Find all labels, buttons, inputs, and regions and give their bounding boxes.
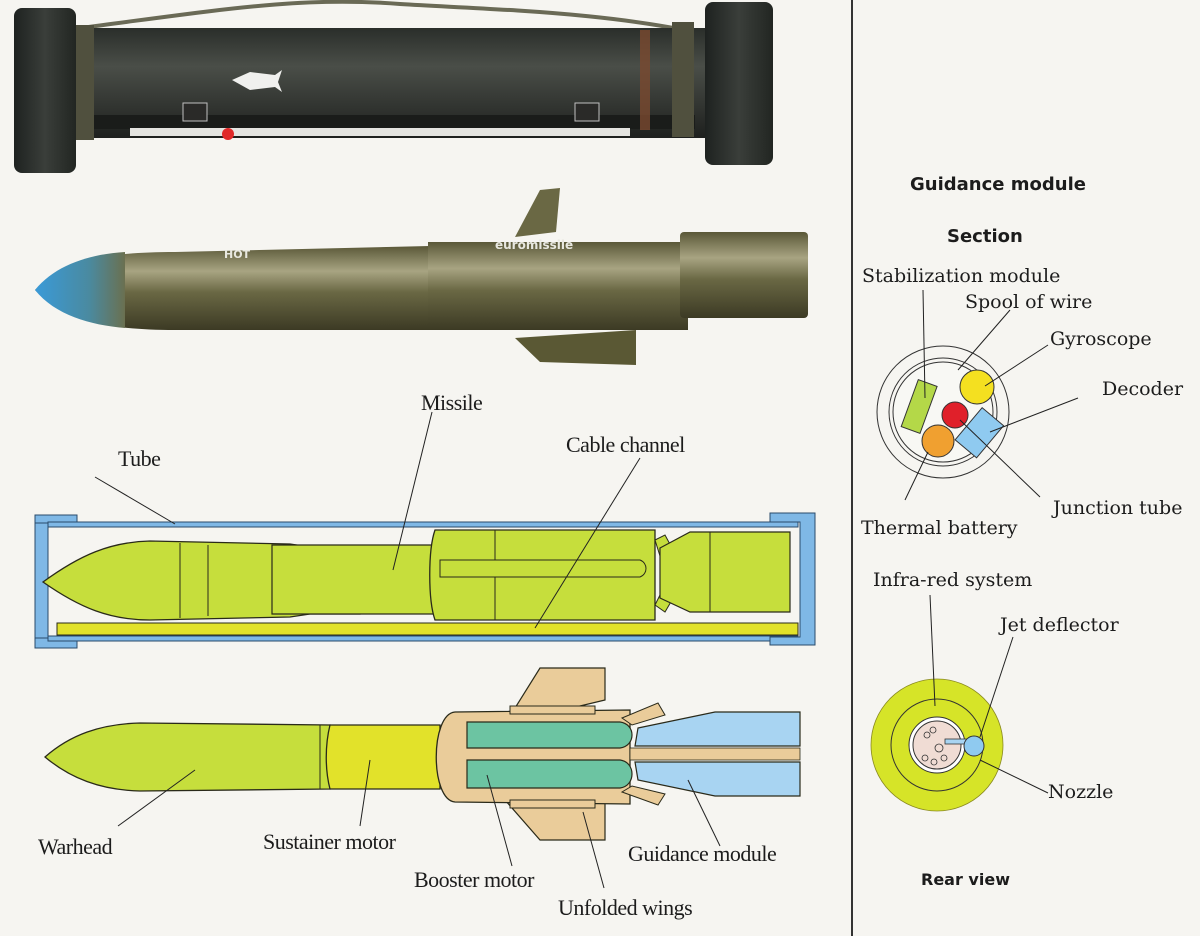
rear-view-diagram — [870, 594, 1049, 812]
section-title: Section — [947, 226, 1023, 247]
tube-wall-bottom — [47, 635, 799, 642]
leader-warhead — [117, 769, 196, 827]
missile-section-diagram — [44, 667, 801, 889]
gyroscope-shape — [959, 369, 995, 405]
leader-sustainer — [359, 759, 371, 827]
end-cap-right — [705, 2, 773, 165]
label-unfolded-wings: Unfolded wings — [558, 895, 693, 920]
label-gyroscope: Gyroscope — [1050, 328, 1152, 350]
tube-wall-top — [47, 521, 799, 528]
label-stabilization-module: Stabilization module — [862, 265, 1061, 287]
leader-missile — [392, 411, 433, 571]
guidance-module-upper — [634, 711, 801, 747]
label-sustainer-motor: Sustainer motor — [263, 829, 396, 854]
end-cap-left — [14, 8, 76, 173]
label-cable-channel: Cable channel — [566, 432, 685, 457]
label-jet-deflector: Jet deflector — [1000, 614, 1119, 636]
label-missile: Missile — [421, 390, 483, 415]
leader-wings — [582, 811, 605, 889]
booster-motor-upper — [466, 721, 633, 749]
guidance-section-diagram — [876, 289, 1079, 501]
leader-tube — [94, 476, 176, 525]
label-decoder: Decoder — [1102, 378, 1184, 400]
tube-section-diagram — [34, 411, 816, 649]
label-booster-motor: Booster motor — [414, 867, 535, 892]
carry-strap — [79, 0, 731, 42]
missile-photo: HOT euromissile — [35, 188, 808, 365]
strap-band-left — [72, 25, 94, 140]
label-spool-of-wire: Spool of wire — [965, 291, 1093, 313]
label-warhead: Warhead — [38, 834, 113, 859]
leader-booster — [486, 774, 513, 867]
rear-view-title: Rear view — [921, 870, 1010, 889]
hot-marking: HOT — [224, 248, 251, 261]
launch-tube-photo — [14, 0, 773, 173]
jet-deflector-shape — [963, 735, 985, 757]
label-junction-tube: Junction tube — [1053, 497, 1183, 519]
label-thermal-battery: Thermal battery — [861, 517, 1018, 539]
guidance-module-lower — [634, 761, 801, 797]
leader-guidance — [687, 779, 721, 847]
stabilization-module-shape — [900, 378, 938, 435]
label-nozzle: Nozzle — [1048, 781, 1114, 803]
cable-channel-shape — [56, 622, 799, 636]
guidance-module-title: Guidance module — [910, 174, 1086, 195]
missile-marking — [232, 70, 282, 92]
label-guidance-module: Guidance module — [628, 841, 777, 866]
column-divider — [851, 0, 853, 936]
missile-nose — [35, 252, 125, 328]
decoder-shape — [954, 406, 1005, 459]
sustainer-motor-shape — [325, 724, 441, 790]
booster-motor-lower — [466, 759, 633, 789]
label-tube: Tube — [118, 446, 161, 471]
euromissile-marking: euromissile — [495, 238, 573, 252]
thermal-battery-shape — [921, 424, 955, 458]
leader-cable-channel — [534, 457, 641, 629]
strap-band-right — [672, 22, 694, 137]
label-infra-red-system: Infra-red system — [873, 569, 1033, 591]
warhead-shape — [44, 722, 331, 792]
